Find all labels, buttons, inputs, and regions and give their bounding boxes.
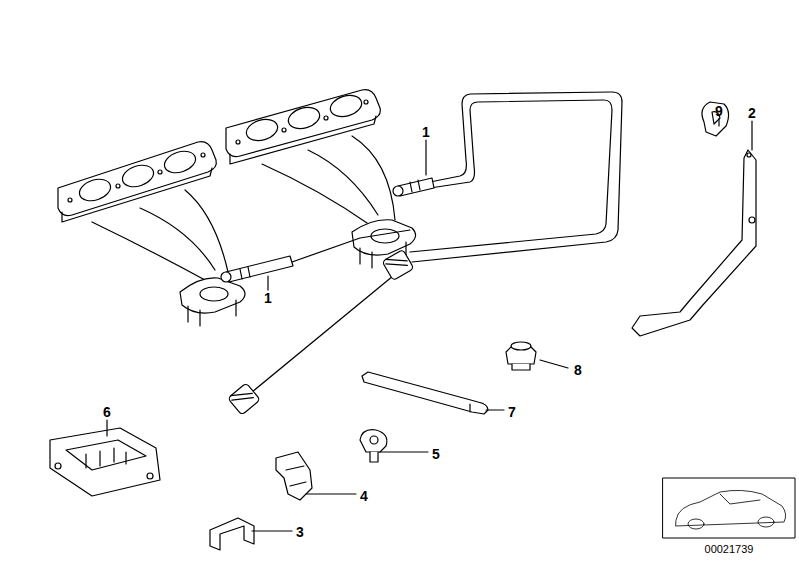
clip xyxy=(276,452,312,500)
callout-number: 5 xyxy=(432,447,440,461)
inset-car xyxy=(663,478,795,538)
callout-number: 6 xyxy=(103,405,111,419)
callout-number: 1 xyxy=(264,291,272,305)
callout-number: 3 xyxy=(296,525,304,539)
tray xyxy=(50,428,160,496)
leader-line xyxy=(107,119,752,531)
cap xyxy=(210,518,254,550)
plug-connector xyxy=(228,249,414,415)
callout-number: 4 xyxy=(360,489,368,503)
cable-tie xyxy=(362,372,488,414)
clip xyxy=(702,102,729,136)
oxygen-sensor xyxy=(221,178,434,282)
exhaust-manifold xyxy=(226,90,416,268)
callout-number: 1 xyxy=(422,125,430,139)
clip xyxy=(360,430,387,462)
callout-number: 9 xyxy=(715,104,723,118)
callout-number: 2 xyxy=(748,106,756,120)
bracket xyxy=(632,150,756,336)
callout-number: 7 xyxy=(508,405,516,419)
sensor-cable xyxy=(252,92,622,392)
exhaust-manifold xyxy=(58,142,245,326)
figure-number: 00021739 xyxy=(705,544,754,555)
callout-number: 8 xyxy=(574,363,582,377)
nut xyxy=(506,342,536,370)
